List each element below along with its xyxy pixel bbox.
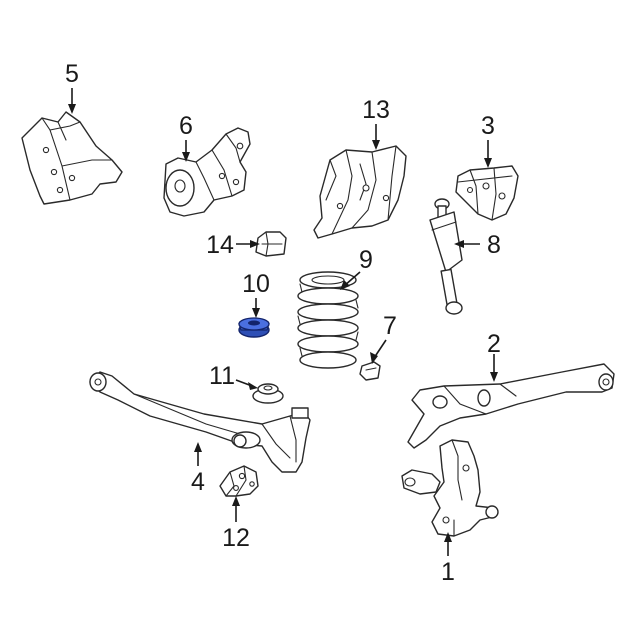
callout-3: 3	[481, 112, 495, 140]
callout-13: 13	[362, 96, 390, 124]
callout-8: 8	[487, 231, 501, 259]
callout-1: 1	[441, 558, 455, 586]
callout-7: 7	[383, 312, 397, 340]
part-5-bracket[interactable]	[21, 111, 123, 205]
part-1-spindle[interactable]	[401, 439, 499, 537]
callout-labels: 5 6 13 3 14 8 9 10 7 11 2 4 12 1	[65, 60, 501, 586]
callout-5: 5	[65, 60, 79, 88]
part-4-axle-beam[interactable]	[89, 371, 311, 473]
part-8-shock[interactable]	[429, 198, 463, 315]
callout-14: 14	[206, 231, 234, 259]
part-7-insulator[interactable]	[359, 361, 381, 381]
part-3-bracket[interactable]	[455, 165, 519, 221]
callout-2: 2	[487, 330, 501, 358]
callout-4: 4	[191, 468, 205, 496]
leader-lines	[68, 88, 498, 556]
part-11-spring-seat[interactable]	[252, 383, 284, 404]
part-6-bracket[interactable]	[163, 127, 251, 217]
part-14-bumper[interactable]	[255, 231, 287, 257]
part-9-coil-spring[interactable]	[297, 271, 359, 369]
part-13-bracket[interactable]	[313, 145, 407, 239]
part-10-spring-seat[interactable]	[238, 317, 270, 338]
callout-11: 11	[209, 362, 235, 390]
callout-12: 12	[222, 524, 250, 552]
callout-10: 10	[242, 270, 270, 298]
callout-6: 6	[179, 112, 193, 140]
part-12-bracket[interactable]	[219, 465, 259, 497]
part-2-axle-beam[interactable]	[407, 363, 615, 449]
callout-9: 9	[359, 246, 373, 274]
